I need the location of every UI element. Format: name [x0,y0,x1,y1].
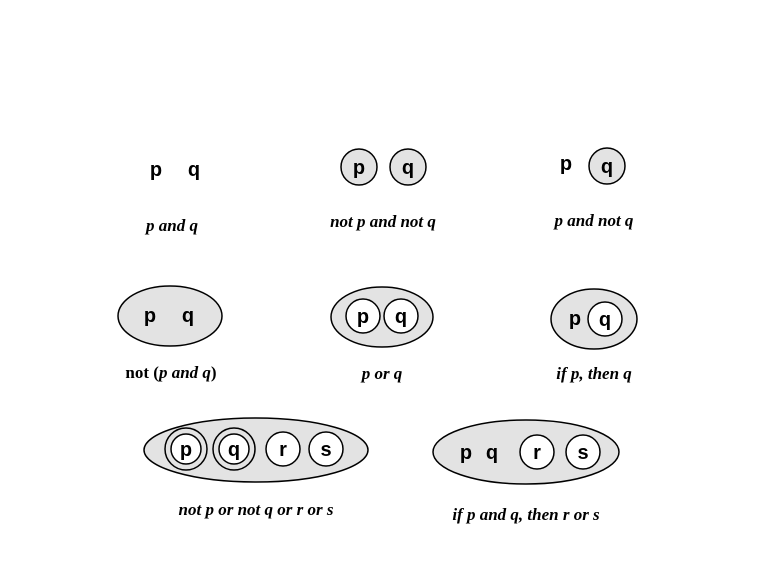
var-p: p [180,439,192,461]
var-p: p [569,308,581,330]
var-r: r [533,442,541,464]
shaded-circle-p [340,148,378,186]
diagram-not-p-and-q: p q [117,285,223,347]
var-q: q [188,159,200,181]
white-circle-r [265,431,301,467]
diagram-not-p-or-not-q-or-r-or-s: p q r s [143,417,369,483]
var-q: q [601,156,613,178]
caption-not-p-or-not-q-or-r-or-s: not p or not q or r or s [178,500,334,519]
shaded-circle-q [389,148,427,186]
var-q: q [486,442,498,464]
white-circle-s [308,431,344,467]
diagram-p-and-q: p q [150,159,200,181]
white-circle-p [345,298,381,334]
white-circle-r [519,434,555,470]
diagram-if-p-and-q-then-r-or-s: p q r s [432,419,620,485]
caption-p-and-q: p and q [146,216,198,235]
var-s: s [320,439,331,461]
var-p: p [357,306,369,328]
var-p: p [150,159,162,181]
shaded-oval [117,285,223,347]
diagram-if-p-then-q: p q [550,288,638,350]
white-circle-q [383,298,419,334]
white-circle-q [587,301,623,337]
caption-inner: p and q [158,363,211,382]
var-q: q [228,439,240,461]
white-circle-q [218,433,250,465]
var-q: q [395,306,407,328]
var-r: r [279,439,287,461]
shaded-circle-q [588,147,626,185]
var-p: p [144,305,156,327]
caption-not-p-and-q: not (p and q) [125,363,216,383]
caption-suffix: ) [210,363,217,382]
white-circle-p [170,433,202,465]
caption-prefix: not ( [125,363,159,382]
var-p: p [353,157,365,179]
var-p: p [460,442,472,464]
caption-if-p-and-q-then-r-or-s: if p and q, then r or s [452,505,600,524]
diagram-p-or-q: p q [330,286,434,348]
var-q: q [599,309,611,331]
var-q: q [182,305,194,327]
var-p: p [560,153,572,175]
caption-p-or-q: p or q [361,364,403,383]
var-s: s [577,442,588,464]
diagram-p-and-not-q: p q [560,147,626,185]
var-q: q [402,157,414,179]
caption-p-and-not-q: p and not q [554,211,634,230]
caption-not-p-and-not-q: not p and not q [330,212,436,231]
white-circle-s [565,434,601,470]
caption-if-p-then-q: if p, then q [556,364,632,383]
diagram-not-p-and-not-q: p q [340,148,427,186]
